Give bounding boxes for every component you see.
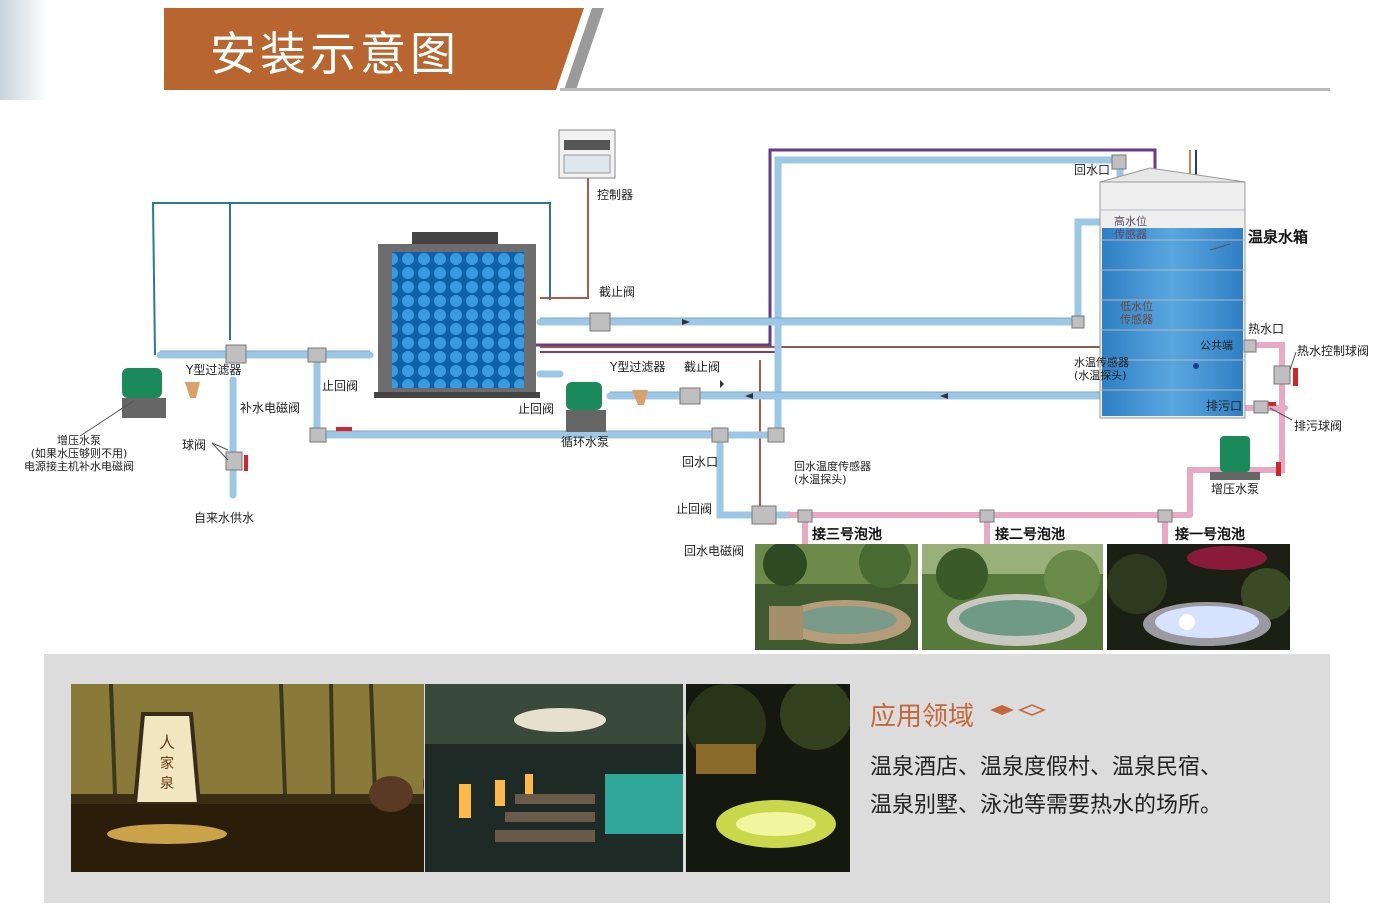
tank-temp-sensor-probe: (水温探头) xyxy=(1074,369,1127,382)
sensor-wire-purple-2 xyxy=(540,348,781,353)
application-heading: 应用领域 xyxy=(870,702,975,732)
pool-1-photo xyxy=(1107,544,1290,650)
return-temp-sensor-label: 回水温度传感器 (水温探头) xyxy=(794,460,871,486)
cold-pipes xyxy=(156,156,1124,519)
y-filter-mid-label: Y型过滤器 xyxy=(610,360,666,374)
low-level-sensor-label: 低水位 传感器 xyxy=(1120,300,1153,326)
page-title: 安装示意图 xyxy=(210,27,460,81)
pipe-fittings xyxy=(225,154,1291,525)
corner-decoration xyxy=(0,0,48,100)
booster-pump-right-icon xyxy=(1210,436,1260,480)
low-level-sensor-line2: 传感器 xyxy=(1120,313,1153,326)
lantern-char-2: 家 xyxy=(160,755,174,772)
circulation-pump-label: 循环水泵 xyxy=(561,435,610,449)
hot-spring-tank-label: 温泉水箱 xyxy=(1248,228,1309,246)
return-port-bottom-label: 回水口 xyxy=(682,455,719,469)
heading-diamond-icon xyxy=(990,704,1046,716)
check-valve-mid-label: 止回阀 xyxy=(518,402,555,416)
low-level-sensor-line1: 低水位 xyxy=(1120,300,1153,313)
application-text: 温泉酒店、温泉度假村、温泉民宿、 温泉别墅、泳池等需要热水的场所。 xyxy=(870,749,1310,825)
high-level-sensor-line2: 传感器 xyxy=(1114,228,1147,241)
high-level-sensor-line1: 高水位 xyxy=(1114,215,1147,228)
drain-port-label: 排污口 xyxy=(1206,399,1243,413)
y-filters xyxy=(185,382,648,405)
control-wires xyxy=(151,202,551,356)
poolside-candles-photo xyxy=(425,684,683,872)
return-solenoid-label: 回水电磁阀 xyxy=(684,544,745,558)
pool-2-photo xyxy=(922,544,1103,650)
application-line-1: 温泉酒店、温泉度假村、温泉民宿、 xyxy=(870,755,1223,780)
return-temp-sensor-name: 回水温度传感器 xyxy=(794,460,871,473)
lantern-char-3: 泉 xyxy=(160,775,174,792)
hot-spring-tank xyxy=(1099,167,1246,419)
booster-pump-left-note: (如果水压够则不用) xyxy=(30,447,128,460)
sensor-wire-purple xyxy=(535,148,1157,347)
return-temp-sensor-probe: (水温探头) xyxy=(794,473,847,486)
circulation-pump-icon xyxy=(566,382,606,432)
lantern-char-1: 人 xyxy=(159,733,175,752)
tap-water-label: 自来水供水 xyxy=(194,511,255,525)
booster-pump-left-power: 电源接主机补水电磁阀 xyxy=(24,460,134,473)
check-valve-bottom-label: 止回阀 xyxy=(676,502,713,516)
lantern-spa-photo: 人 家 泉 xyxy=(71,684,424,872)
drain-ball-valve-label: 排污球阀 xyxy=(1294,419,1343,433)
y-filter-left-label: Y型过滤器 xyxy=(186,363,242,377)
ball-valve-label: 球阀 xyxy=(182,438,207,452)
pool-2-label: 接二号泡池 xyxy=(995,524,1065,544)
shutoff-valve-top-label: 截止阀 xyxy=(599,285,636,299)
garden-pool-night-photo xyxy=(686,684,850,872)
installation-diagram xyxy=(79,129,1298,548)
leader-lines xyxy=(79,243,1297,461)
tank-temp-sensor-name: 水温传感器 xyxy=(1074,356,1129,369)
makeup-solenoid-label: 补水电磁阀 xyxy=(240,401,301,415)
controller-box xyxy=(558,129,616,179)
common-end-label: 公共端 xyxy=(1200,339,1233,352)
shutoff-valve-mid-label: 截止阀 xyxy=(684,360,721,374)
controller-wire xyxy=(540,178,589,299)
title-divider xyxy=(560,88,1330,91)
pool-1-label: 接一号泡池 xyxy=(1175,524,1245,544)
return-port-top-label: 回水口 xyxy=(1074,163,1111,177)
booster-pump-right-label: 增压水泵 xyxy=(1211,482,1260,496)
check-valve-left-label: 止回阀 xyxy=(322,379,359,393)
tank-temp-sensor-label: 水温传感器 (水温探头) xyxy=(1074,356,1129,382)
hot-water-ball-valve-label: 热水控制球阀 xyxy=(1297,344,1370,358)
flow-arrows xyxy=(682,319,948,399)
heat-pump-unit xyxy=(374,232,540,398)
booster-pump-left-icon xyxy=(122,368,166,418)
booster-pump-left-name: 增压水泵 xyxy=(57,434,101,447)
application-line-2: 温泉别墅、泳池等需要热水的场所。 xyxy=(870,793,1223,818)
high-level-sensor-label: 高水位 传感器 xyxy=(1114,215,1147,241)
valve-handles xyxy=(244,368,1298,476)
hot-water-port-label: 热水口 xyxy=(1248,322,1285,336)
booster-pump-left-label: 增压水泵 (如果水压够则不用) 电源接主机补水电磁阀 xyxy=(4,434,154,473)
pool-3-label: 接三号泡池 xyxy=(812,524,882,544)
title-banner xyxy=(164,8,604,90)
controller-label: 控制器 xyxy=(597,188,634,202)
pool-3-photo xyxy=(755,544,918,650)
cold-pipe-edges xyxy=(160,317,1100,432)
